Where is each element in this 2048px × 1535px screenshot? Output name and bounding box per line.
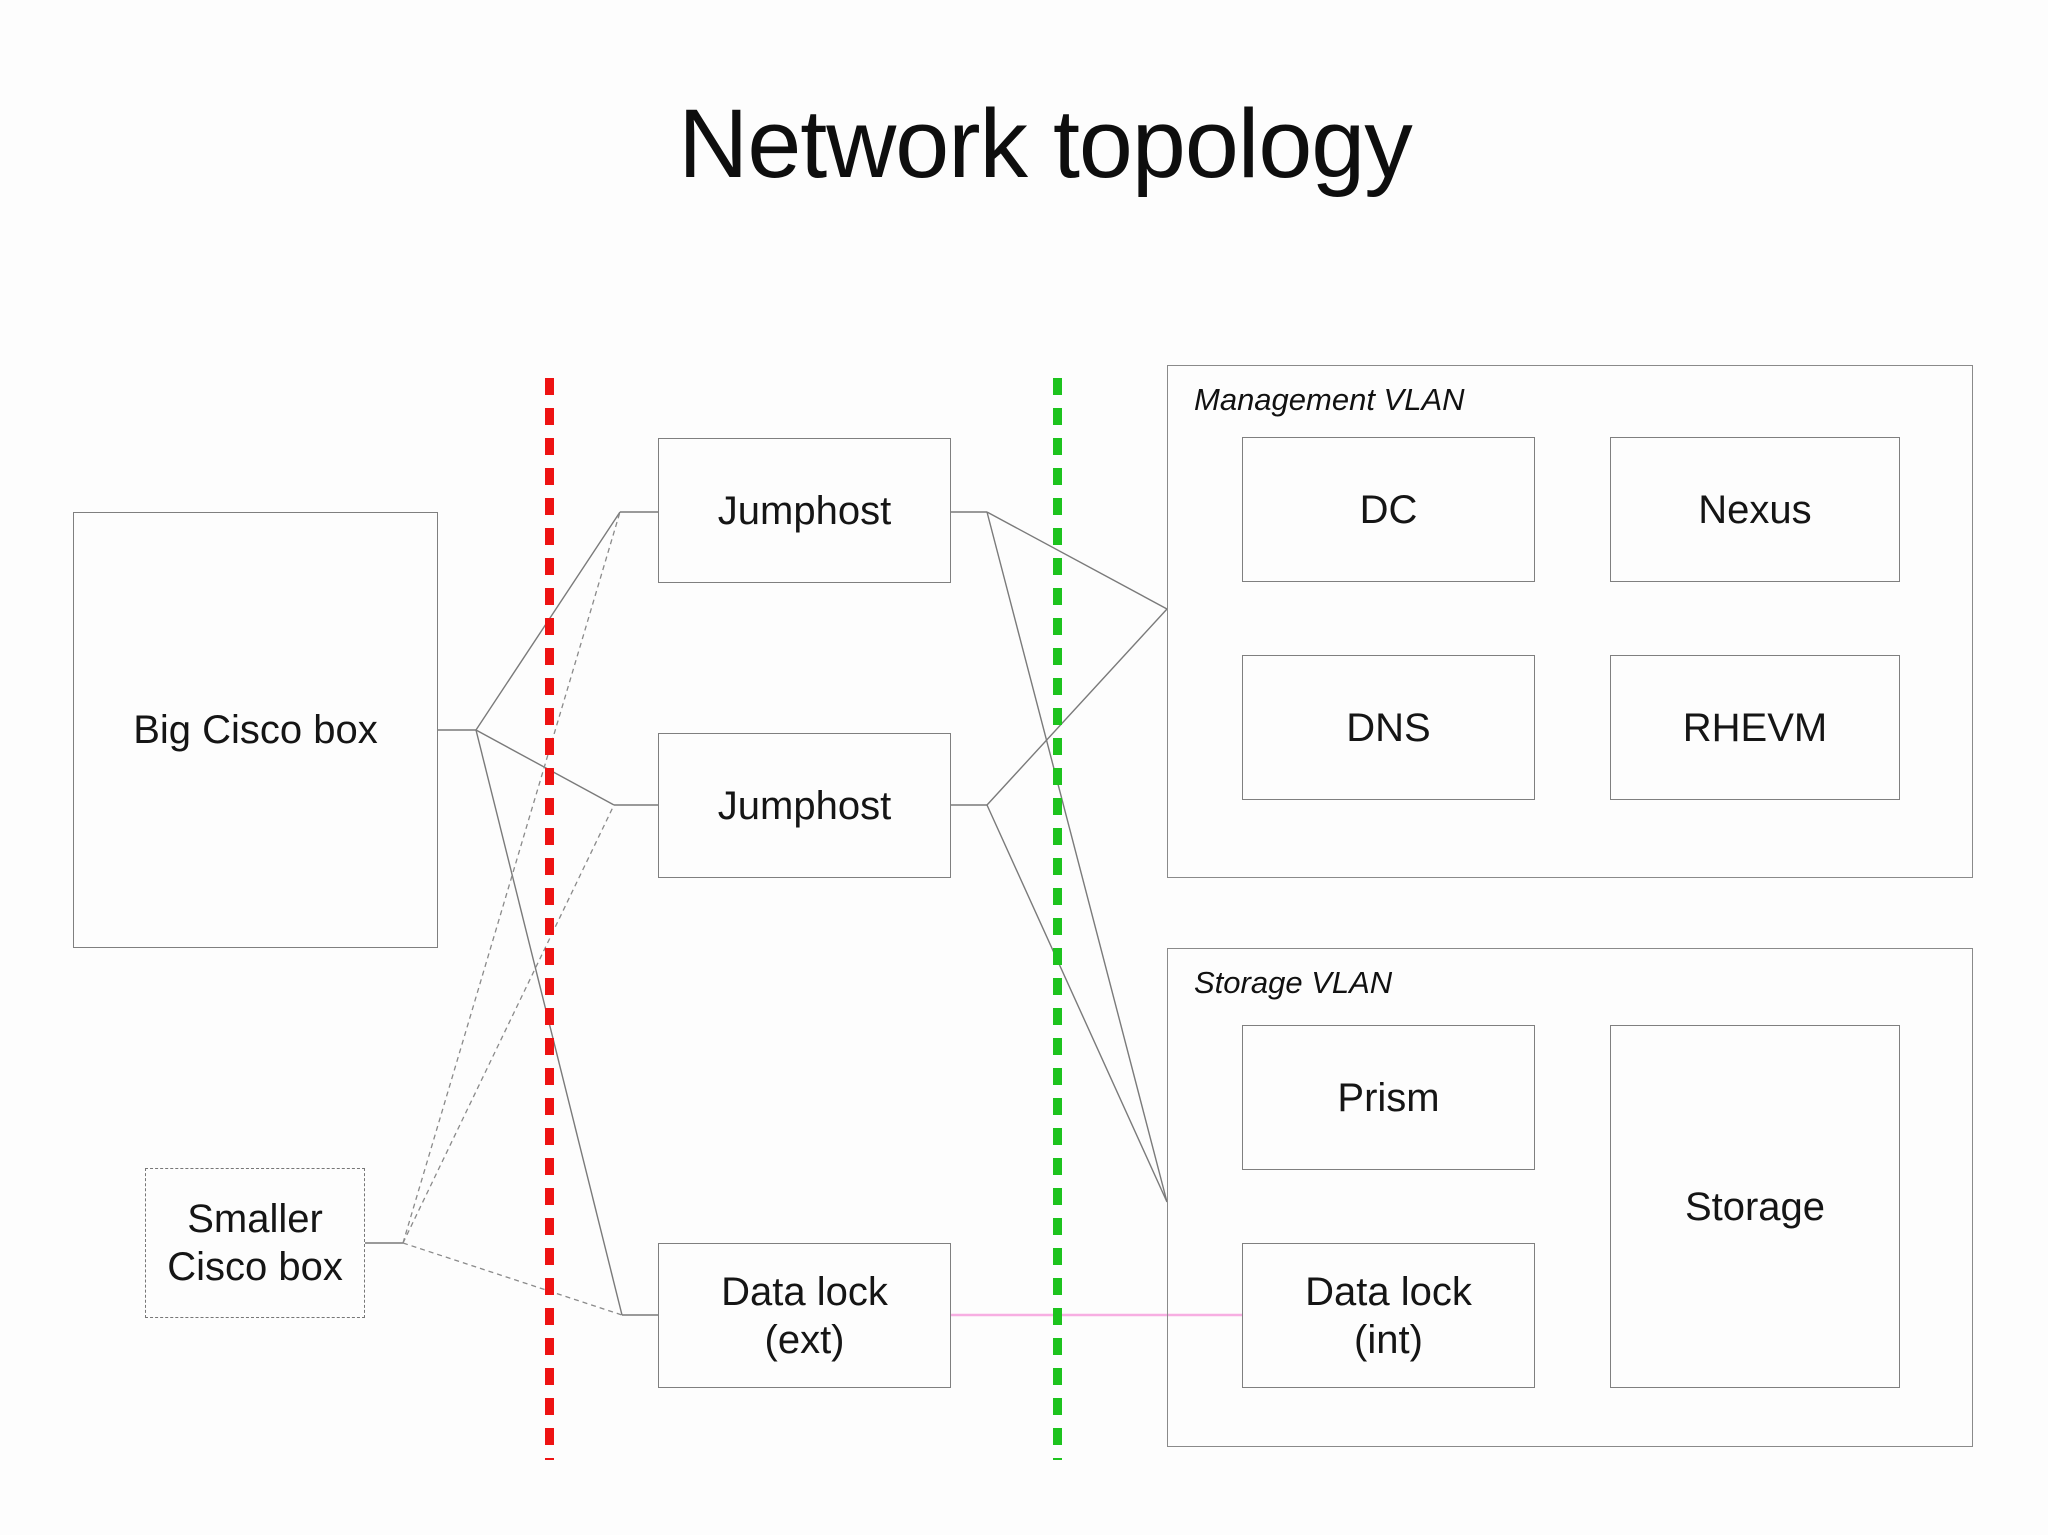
group-label: Storage VLAN — [1194, 965, 1393, 1000]
node-rhevm: RHEVM — [1610, 655, 1900, 800]
node-label: Prism — [1337, 1075, 1440, 1120]
node-label: Jumphost — [717, 783, 892, 828]
node-label: Big Cisco box — [133, 708, 378, 752]
node-nexus: Nexus — [1610, 437, 1900, 582]
connector-jumphost-bottom-mgmt-vlan — [986, 608, 1168, 806]
group-management-vlan: Management VLAN — [1167, 365, 1973, 878]
node-jumphost-top: Jumphost — [658, 438, 951, 583]
connector-jumphost-top-storage-vlan — [986, 511, 1168, 1203]
node-storage: Storage — [1610, 1025, 1900, 1388]
node-big-cisco-box: Big Cisco box — [73, 512, 438, 948]
node-label: Data lock — [1305, 1269, 1472, 1314]
connector-jumphost-bottom-storage-vlan — [986, 804, 1168, 1203]
node-prism: Prism — [1242, 1025, 1535, 1170]
connector-smaller-cisco-datalock-ext — [402, 1242, 623, 1316]
node-smaller-cisco-box: Smaller Cisco box — [145, 1168, 365, 1318]
node-label: Storage — [1684, 1184, 1826, 1229]
node-jumphost-bottom: Jumphost — [658, 733, 951, 878]
node-label: Nexus — [1698, 487, 1812, 532]
node-label: DC — [1359, 487, 1418, 532]
node-datalock-ext: Data lock (ext) — [658, 1243, 951, 1388]
red-dashed-divider — [545, 378, 554, 1460]
node-dns: DNS — [1242, 655, 1535, 800]
connector-smaller-cisco-jumphost-top — [402, 511, 621, 1244]
node-datalock-int: Data lock (int) — [1242, 1243, 1535, 1388]
connector-jumphost-top-mgmt-vlan — [986, 511, 1168, 610]
node-sublabel: (int) — [1354, 1317, 1423, 1362]
node-sublabel: (ext) — [764, 1317, 845, 1362]
node-label: DNS — [1346, 705, 1431, 750]
diagram-title: Network topology — [678, 89, 1412, 198]
node-dc: DC — [1242, 437, 1535, 582]
connector-smaller-cisco-jumphost-bottom — [402, 804, 615, 1244]
node-label: Jumphost — [717, 488, 892, 533]
green-dashed-divider — [1053, 378, 1062, 1460]
group-storage-vlan: Storage VLAN — [1167, 948, 1973, 1447]
node-label: RHEVM — [1682, 705, 1828, 750]
group-label: Management VLAN — [1194, 382, 1465, 417]
node-label: Smaller Cisco box — [167, 1197, 343, 1289]
node-label: Data lock — [721, 1269, 888, 1314]
